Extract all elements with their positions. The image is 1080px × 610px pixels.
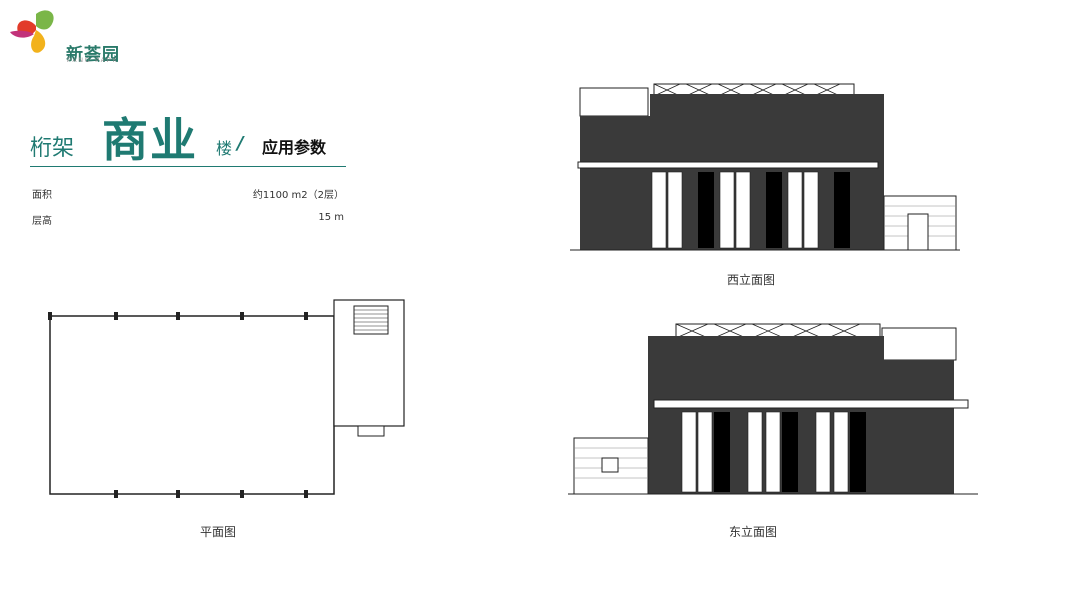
east-elevation-caption: 东立面图 [729, 525, 778, 539]
param-row-height: 层高 15 m [32, 212, 344, 227]
param-row-area: 面积 约1100 m2（2层） [32, 186, 344, 201]
logo: 新荟园 PANO PAPK [6, 6, 136, 65]
title-part-truss: 桁架 [30, 136, 75, 161]
title-part-building: 楼 [216, 139, 233, 158]
title-part-params: 应用参数 [262, 138, 327, 157]
param-value: 约1100 m2（2层） [252, 190, 344, 201]
title-slash: / [237, 133, 244, 154]
west-elevation-drawing [570, 83, 960, 251]
page-title: 桁架 商业 楼 / 应用参数 [30, 104, 346, 167]
param-value: 15 m [318, 212, 344, 223]
west-elevation-caption: 西立面图 [727, 273, 776, 287]
logo-name: 新荟园 [66, 45, 120, 65]
east-elevation-drawing [568, 323, 978, 495]
floor-plan-drawing [48, 299, 405, 498]
logo-subtitle: PANO PAPK [67, 58, 119, 64]
param-label: 面积 [32, 190, 52, 201]
param-label: 层高 [32, 216, 52, 227]
title-part-commercial: 商业 [102, 113, 198, 167]
floor-plan-caption: 平面图 [200, 525, 237, 539]
logo-flower-icon [10, 10, 54, 53]
